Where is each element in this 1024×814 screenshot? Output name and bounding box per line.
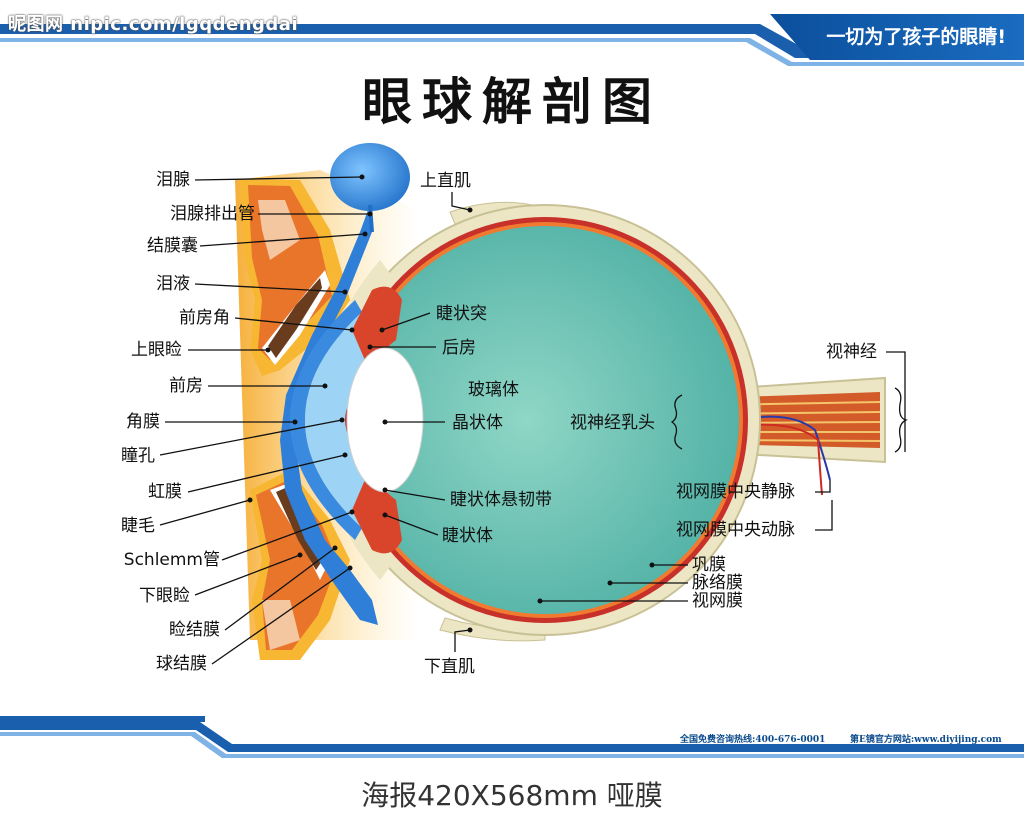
label-inferior-rectus: 下直肌: [424, 657, 475, 677]
label-lens: 晶状体: [452, 413, 503, 433]
label-cornea: 角膜: [126, 412, 160, 432]
page-title: 眼球解剖图: [362, 73, 662, 131]
label-tears: 泪液: [156, 274, 190, 294]
bottom-banner: [0, 716, 1024, 758]
footer-hotline: 全国免费咨询热线:400-676-0001: [680, 735, 826, 745]
conjunctiva: [280, 210, 378, 625]
label-choroid: 脉络膜: [692, 573, 743, 593]
label-retina: 视网膜: [692, 591, 743, 611]
label-superior-rectus: 上直肌: [420, 171, 471, 191]
watermark-text: 昵图网 nipic.com/lgqdengdai: [8, 14, 299, 35]
label-conjunctival-sac: 结膜囊: [147, 236, 198, 256]
label-ciliary-body: 睫状体: [442, 526, 493, 546]
label-anterior-chamber: 前房: [169, 376, 203, 396]
label-anterior-chamber-angle: 前房角: [179, 308, 230, 328]
leader-lines: [159, 176, 908, 665]
label-pupil: 瞳孔: [121, 446, 155, 466]
label-schlemm-canal: Schlemm管: [123, 550, 220, 570]
lacrimal-gland: [330, 143, 410, 211]
leader-dots: [247, 174, 655, 633]
label-upper-eyelid: 上眼睑: [131, 340, 182, 360]
label-iris: 虹膜: [148, 482, 182, 502]
label-ciliary-process: 睫状突: [436, 304, 487, 324]
slogan-text: 一切为了孩子的眼睛!: [826, 26, 1006, 48]
eyeball: [290, 204, 761, 636]
label-zonule: 睫状体悬韧带: [450, 490, 552, 510]
label-central-retinal-vein: 视网膜中央静脉: [676, 482, 795, 502]
label-eyelashes: 睫毛: [121, 516, 155, 536]
label-sclera: 巩膜: [692, 555, 726, 575]
label-central-retinal-artery: 视网膜中央动脉: [676, 520, 795, 540]
label-optic-papilla: 视神经乳头: [570, 413, 655, 433]
label-lower-eyelid: 下眼睑: [139, 586, 190, 606]
label-vitreous-body: 玻璃体: [468, 380, 519, 400]
label-posterior-chamber: 后房: [442, 338, 476, 358]
label-lacrimal-duct: 泪腺排出管: [170, 204, 255, 224]
label-optic-nerve: 视神经: [826, 342, 877, 362]
label-lacrimal-gland: 泪腺: [156, 170, 190, 190]
footer-website: 第E镜官方网站:www.diyijing.com: [850, 735, 1002, 745]
label-palpebral-conjunctiva: 睑结膜: [169, 620, 220, 640]
poster-caption: 海报420X568mm 哑膜: [361, 779, 663, 812]
top-banner: [0, 0, 1024, 66]
label-bulbar-conjunctiva: 球结膜: [156, 654, 207, 674]
